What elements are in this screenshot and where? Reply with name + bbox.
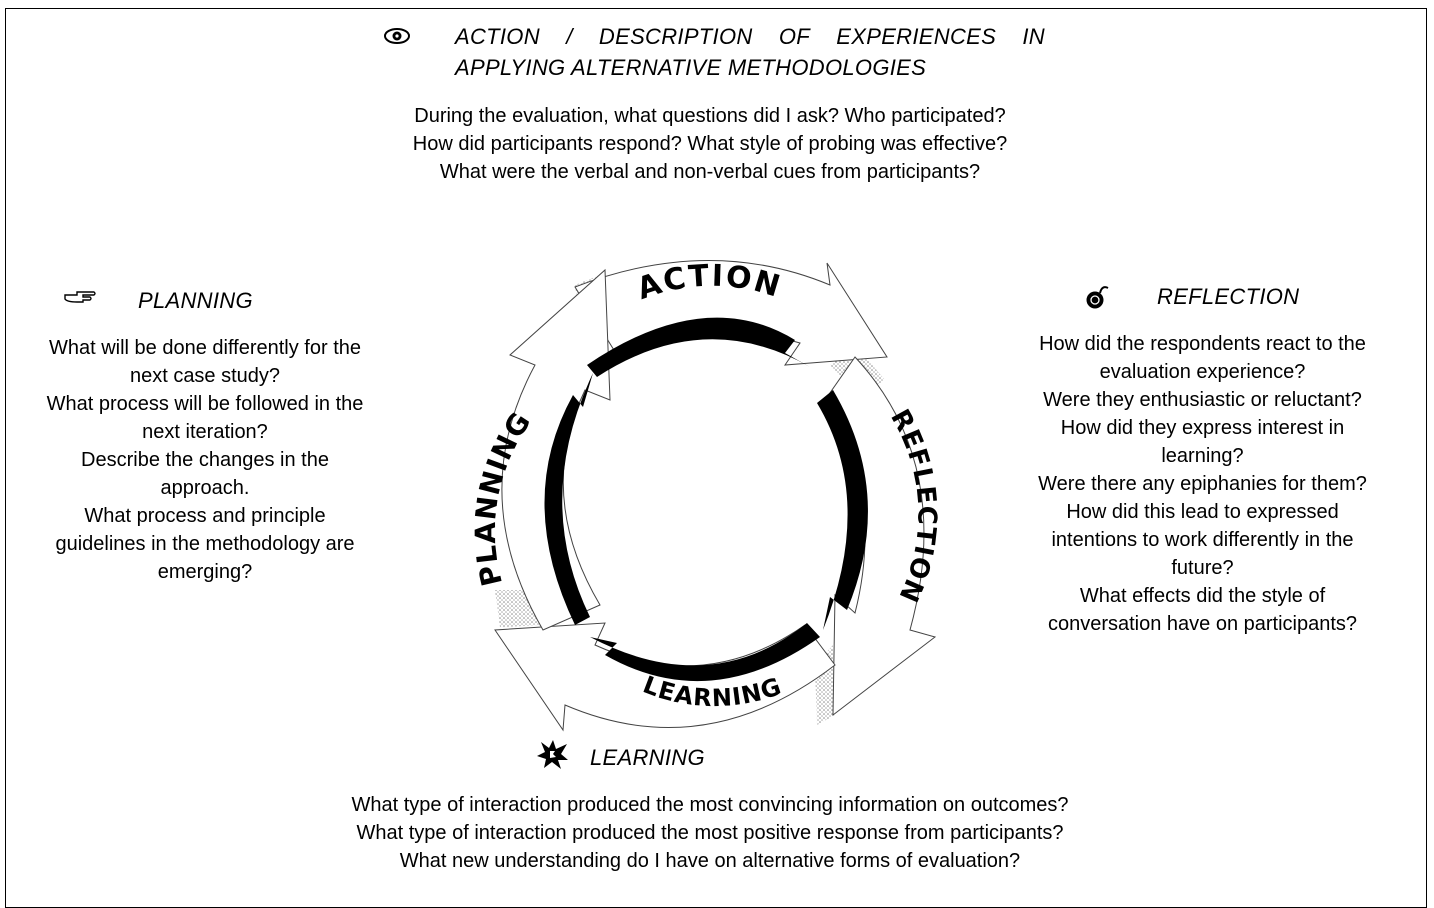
reflection-question: conversation have on participants? [1047, 613, 1358, 635]
inner-ring-segment [544, 373, 593, 625]
action-questions: During the evaluation, what questions di… [310, 102, 1110, 186]
inner-ring-segment [590, 623, 820, 682]
reflection-question: Were they enthusiastic or reluctant? [1043, 389, 1362, 411]
reflection-question: What effects did the style of [1079, 585, 1326, 607]
reflection-question: How did they express interest in [1060, 417, 1345, 439]
explosion-icon [537, 740, 568, 769]
reflection-question: learning? [1161, 445, 1244, 467]
planning-questions: What will be done differently for the ne… [25, 334, 385, 586]
action-title-word: ACTION [455, 24, 540, 49]
pointing-hand-icon [64, 291, 96, 303]
action-title-word: IN [1022, 24, 1045, 49]
reflection-question: How did this lead to expressed [1066, 501, 1339, 523]
inner-ring-segment [587, 317, 810, 377]
inner-ring-segment [817, 390, 868, 630]
learning-title: LEARNING [590, 745, 705, 770]
reflection-question: How did the respondents react to the [1039, 333, 1366, 355]
planning-question: next iteration? [142, 421, 268, 443]
planning-question: Describe the changes in the [81, 449, 329, 471]
planning-question: What will be done differently for the [48, 337, 362, 359]
eye-icon [384, 28, 410, 44]
action-question: What were the verbal and non-verbal cues… [439, 161, 981, 183]
action-title-word: DESCRIPTION [598, 24, 753, 49]
action-question: During the evaluation, what questions di… [414, 105, 1006, 127]
action-question: How did participants respond? What style… [412, 133, 1008, 155]
reflection-question: future? [1171, 557, 1234, 579]
planning-title: PLANNING [138, 288, 253, 313]
learning-question: What type of interaction produced the mo… [351, 794, 1069, 816]
action-title-word: / [566, 24, 573, 49]
learning-question: What new understanding do I have on alte… [399, 850, 1021, 872]
learning-questions: What type of interaction produced the mo… [260, 791, 1160, 875]
reflection-question: evaluation experience? [1099, 361, 1306, 383]
action-title-line1: ACTION / DESCRIPTION OF EXPERIENCES IN [455, 24, 1045, 50]
action-title-word: EXPERIENCES [836, 24, 997, 49]
action-title-line2: APPLYING ALTERNATIVE METHODOLOGIES [455, 55, 927, 80]
planning-question: What process will be followed in the [46, 393, 364, 415]
action-title-word: OF [778, 24, 810, 49]
planning-question: next case study? [129, 365, 281, 387]
reflection-questions: How did the respondents react to the eva… [1010, 330, 1395, 638]
reflection-question: Were there any epiphanies for them? [1038, 473, 1367, 495]
planning-question: approach. [160, 477, 250, 499]
bomb-icon [1086, 286, 1109, 309]
cycle-diagram: ACTION REFLECTION LEARNING PLANNING [469, 259, 940, 732]
reflection-question: intentions to work differently in the [1051, 529, 1354, 551]
planning-question: emerging? [157, 561, 253, 583]
learning-question: What type of interaction produced the mo… [356, 822, 1064, 844]
planning-question: guidelines in the methodology are [55, 533, 355, 555]
planning-question: What process and principle [84, 505, 326, 527]
reflection-title: REFLECTION [1157, 284, 1300, 309]
